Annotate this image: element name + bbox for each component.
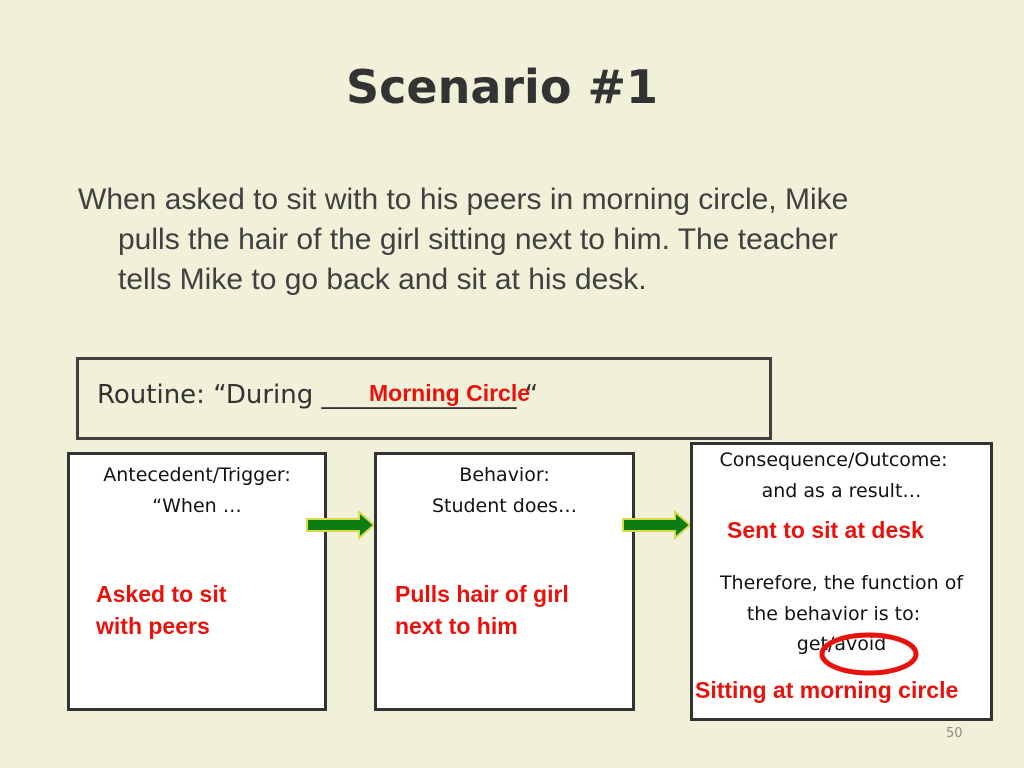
- arrow-right-icon: [622, 510, 692, 540]
- scenario-line-3: tells Mike to go back and sit at his des…: [118, 263, 647, 296]
- arrow-right-icon: [306, 510, 376, 540]
- scenario-line-2: pulls the hair of the girl sitting next …: [118, 223, 838, 256]
- antecedent-answer-1: Asked to sit: [96, 581, 227, 607]
- behavior-box: Behavior: Student does… Pulls hair of gi…: [374, 452, 635, 711]
- function-answer: Sitting at morning circle: [695, 677, 959, 703]
- behavior-label-1: Behavior:: [459, 464, 550, 486]
- antecedent-label-2: “When …: [152, 495, 242, 517]
- behavior-answer-1: Pulls hair of girl: [395, 581, 569, 607]
- consequence-answer: Sent to sit at desk: [727, 517, 924, 543]
- antecedent-label-1: Antecedent/Trigger:: [103, 464, 291, 486]
- routine-answer: Morning Circle: [369, 380, 531, 406]
- antecedent-box: Antecedent/Trigger: “When … Asked to sit…: [67, 452, 327, 711]
- behavior-answer-2: next to him: [395, 613, 518, 639]
- consequence-label-1: Consequence/Outcome:: [719, 449, 948, 471]
- consequence-label-2: and as a result…: [761, 480, 922, 502]
- routine-prompt: Routine: “During _______________ “: [97, 380, 539, 410]
- page-number: 50: [946, 726, 963, 741]
- routine-box: Routine: “During _______________ “ Morni…: [76, 357, 772, 440]
- scenario-line-1: When asked to sit with to his peers in m…: [78, 183, 849, 216]
- antecedent-answer-2: with peers: [96, 613, 210, 639]
- slide-title: Scenario #1: [345, 60, 658, 114]
- red-circle-icon: [819, 632, 919, 676]
- scenario-description: When asked to sit with to his peers in m…: [78, 180, 978, 300]
- function-label-2: the behavior is to:: [746, 603, 921, 625]
- function-label-3: get/avoid: [796, 633, 887, 655]
- consequence-box: Consequence/Outcome: and as a result… Se…: [690, 442, 993, 721]
- function-label-1: Therefore, the function of: [719, 572, 964, 594]
- behavior-label-2: Student does…: [431, 495, 578, 517]
